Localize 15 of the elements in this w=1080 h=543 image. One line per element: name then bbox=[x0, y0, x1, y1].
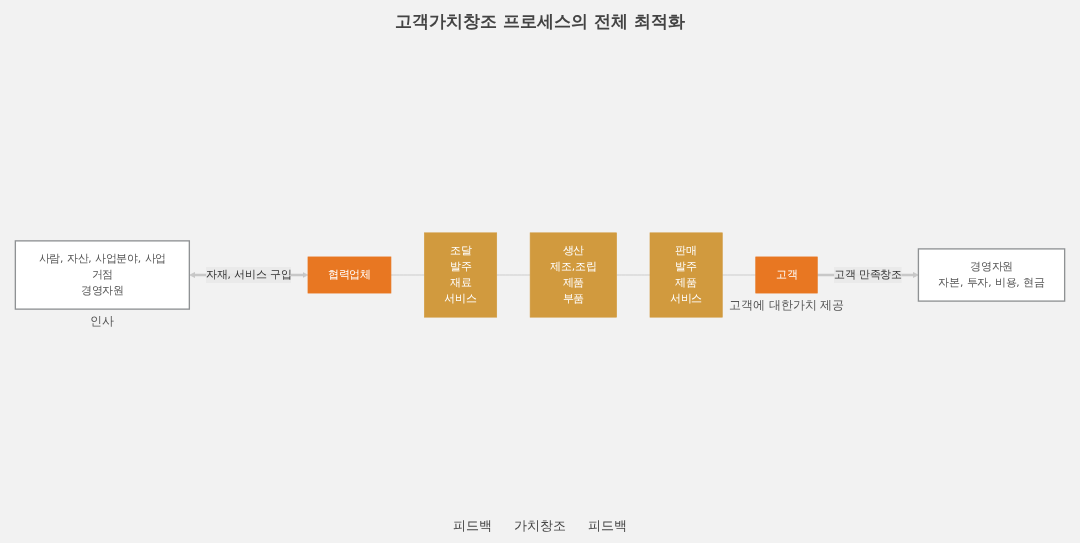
note-label: 가치창조 bbox=[514, 517, 566, 535]
node-box: 협력업체 bbox=[307, 256, 392, 294]
node-box: 경영자원 자본, 투자, 비용, 현금 bbox=[917, 248, 1066, 302]
node-box: 판매 발주 제품 서비스 bbox=[649, 232, 723, 318]
node-box: 조달 발주 재료 서비스 bbox=[424, 232, 498, 318]
edge-label: 고객 만족창조 bbox=[834, 268, 902, 282]
diagram-title: 고객가치창조 프로세스의 전체 최적화 bbox=[395, 10, 685, 33]
node-box: 고객 bbox=[755, 256, 818, 294]
node-caption: 인사 bbox=[90, 313, 115, 331]
node-box: 생산 제조,조립 제품 부품 bbox=[529, 232, 617, 318]
edge-label: 자재, 서비스 구입 bbox=[206, 268, 292, 282]
node-caption: 고객에 대한가치 제공 bbox=[728, 297, 845, 315]
node-box: 사람, 자산, 사업분야, 사업거점 경영자원 bbox=[14, 240, 190, 310]
note-label: 피드백 bbox=[453, 517, 492, 535]
note-label: 피드백 bbox=[588, 517, 627, 535]
